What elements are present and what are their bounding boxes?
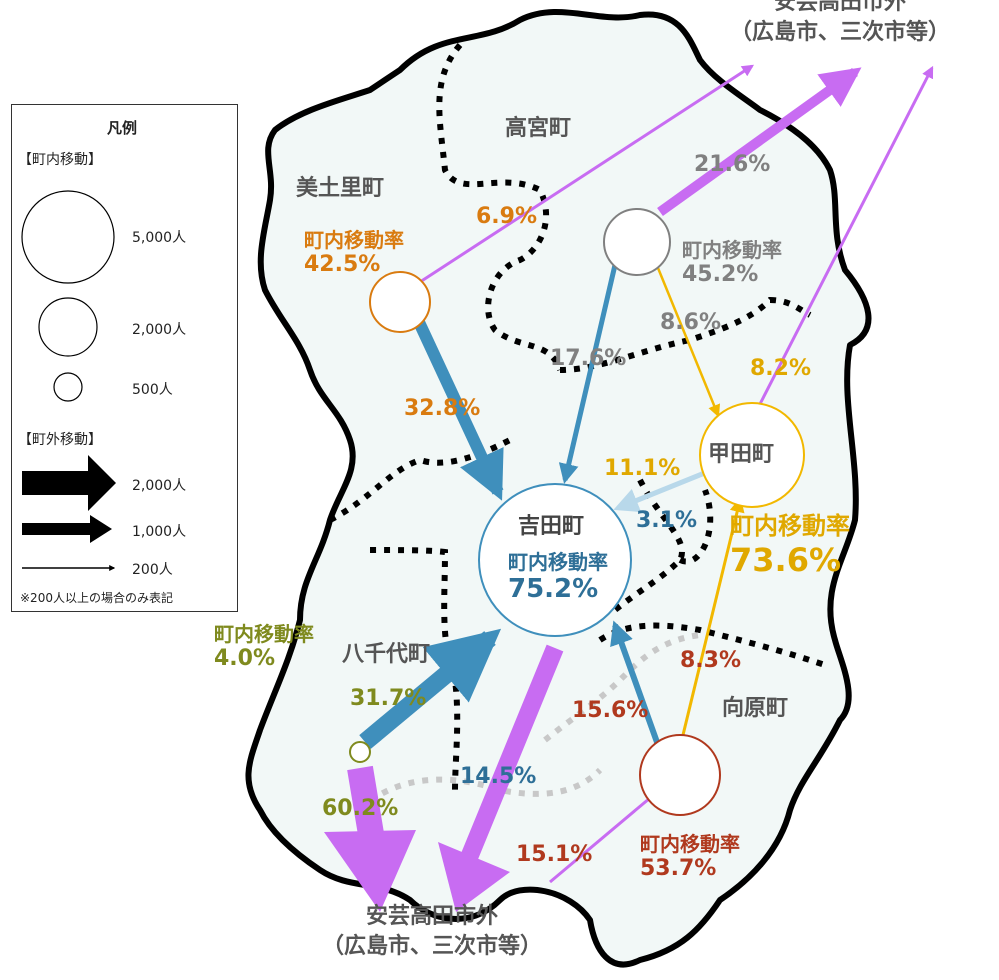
rate-takamiya-value: 45.2% <box>682 262 759 287</box>
legend-circle-medium-label: 2,000人 <box>132 322 187 338</box>
pct-midori-yoshida: 32.8% <box>404 396 481 421</box>
dest-top: 安芸高田市外 （広島市、三次市等） <box>730 0 950 47</box>
legend-arrow-small-label: 200人 <box>132 562 173 578</box>
dest-bottom: 安芸高田市外 （広島市、三次市等） <box>322 902 542 961</box>
legend-circle-large-label: 5,000人 <box>132 230 187 246</box>
flow-takamiya-outside <box>657 67 862 217</box>
town-midori: 美土里町 <box>296 176 385 201</box>
legend-arrow-medium <box>22 515 112 543</box>
circle-takamiya <box>603 208 671 276</box>
legend-symbols <box>21 190 116 571</box>
legend-note: ※200人以上の場合のみ表記 <box>20 591 173 605</box>
rate-koda-value: 73.6% <box>730 540 842 579</box>
rate-koda: 町内移動率 73.6% <box>730 512 850 579</box>
rate-yoshida: 町内移動率 75.2% <box>508 550 608 605</box>
rate-mukaihara-value: 53.7% <box>640 856 717 881</box>
pct-yachiyo-yoshida: 31.7% <box>350 686 427 711</box>
legend-inner-heading: 【町内移動】 <box>18 152 102 168</box>
flow-mukaihara-yoshida <box>610 620 661 747</box>
flow-yachiyo-outside <box>347 765 385 843</box>
flow-mukaihara-outside <box>549 796 651 884</box>
circle-yachiyo <box>349 741 371 763</box>
town-takamiya: 高宮町 <box>505 116 572 141</box>
flow-koda-yoshida <box>613 467 713 513</box>
flow-midori-outside <box>419 64 755 284</box>
pct-takamiya-koda: 8.6% <box>660 310 722 335</box>
pct-takamiya-outside: 21.6% <box>694 152 771 177</box>
circle-yoshida <box>478 483 632 637</box>
legend-circle-medium <box>38 297 98 357</box>
flow-koda-outside <box>758 65 934 405</box>
pct-takamiya-yoshida: 17.6% <box>550 346 627 371</box>
flow-takamiya-yoshida <box>558 264 618 484</box>
legend-circle-small <box>53 372 83 402</box>
flow-yachiyo-outside-head <box>324 830 416 912</box>
pct-mukaihara-outside: 15.1% <box>516 842 593 867</box>
legend-arrow-large-label: 2,000人 <box>132 478 187 494</box>
rate-yachiyo: 町内移動率 4.0% <box>214 622 314 672</box>
legend-arrow-large <box>22 455 116 511</box>
rate-koda-label: 町内移動率 <box>730 512 850 540</box>
district-boundaries-gray <box>357 632 701 813</box>
pct-yoshida-koda: 3.1% <box>636 508 698 533</box>
pct-koda-yoshida: 11.1% <box>604 456 681 481</box>
dest-top-line2: （広島市、三次市等） <box>730 19 951 45</box>
rate-yoshida-label: 町内移動率 <box>508 550 608 574</box>
pct-mukaihara-koda: 8.3% <box>680 648 742 673</box>
pct-midori-outside: 6.9% <box>476 204 538 229</box>
rate-takamiya-label: 町内移動率 <box>682 238 782 262</box>
dest-top-line1: 安芸高田市外 <box>774 0 907 15</box>
rate-midori: 町内移動率 42.5% <box>304 228 404 278</box>
pct-koda-outside: 8.2% <box>750 356 812 381</box>
flow-yoshida-outside-head <box>438 842 510 912</box>
circle-midori <box>369 271 431 333</box>
town-yoshida: 吉田町 <box>518 514 585 539</box>
legend-arrow-medium-label: 1,000人 <box>132 524 187 540</box>
flow-takamiya-koda <box>656 267 721 418</box>
legend-box: 凡例 【町内移動】 5,000人 2,000人 500人 【町外移動】 2,00… <box>11 104 238 612</box>
town-koda: 甲田町 <box>708 442 775 467</box>
flow-yoshida-outside <box>459 644 564 864</box>
rate-mukaihara: 町内移動率 53.7% <box>640 832 740 882</box>
pct-yachiyo-outside: 60.2% <box>322 796 399 821</box>
pct-mukaihara-yoshida: 15.6% <box>572 698 649 723</box>
rate-midori-value: 42.5% <box>304 252 381 277</box>
flow-yachiyo-yoshida <box>359 628 502 749</box>
town-yachiyo: 八千代町 <box>342 642 431 667</box>
circle-mukaihara <box>639 734 721 816</box>
rate-mukaihara-label: 町内移動率 <box>640 832 740 856</box>
rate-takamiya: 町内移動率 45.2% <box>682 238 782 288</box>
dest-bottom-line2: （広島市、三次市等） <box>322 933 543 959</box>
pct-yoshida-outside: 14.5% <box>460 764 537 789</box>
town-mukaihara: 向原町 <box>722 696 789 721</box>
circle-koda <box>699 402 805 508</box>
rate-midori-label: 町内移動率 <box>304 228 404 252</box>
rate-yoshida-value: 75.2% <box>508 574 599 604</box>
legend-title: 凡例 <box>107 119 138 137</box>
legend-circle-small-label: 500人 <box>132 382 173 398</box>
legend-circle-large <box>21 190 115 284</box>
flow-mukaihara-koda <box>681 497 745 736</box>
legend-outer-heading: 【町外移動】 <box>18 432 102 448</box>
rate-yachiyo-value: 4.0% <box>214 646 276 671</box>
rate-yachiyo-label: 町内移動率 <box>214 622 314 646</box>
flow-midori-yoshida <box>412 317 504 501</box>
dest-bottom-line1: 安芸高田市外 <box>366 904 499 929</box>
